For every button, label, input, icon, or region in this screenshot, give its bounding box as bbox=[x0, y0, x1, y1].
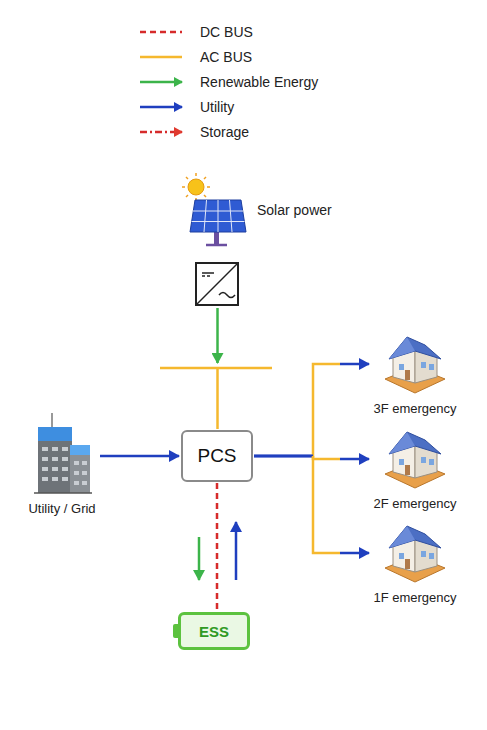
load-node: 1F emergency bbox=[371, 522, 459, 606]
utility-line bbox=[254, 455, 313, 458]
legend-text: AC BUS bbox=[200, 48, 252, 66]
legend-ac-sample bbox=[140, 56, 182, 59]
solar-panel-inverter bbox=[175, 172, 260, 306]
legend-renewable-sample bbox=[140, 81, 182, 84]
ac-bus-line bbox=[313, 456, 340, 459]
ac-bus-line bbox=[313, 364, 340, 456]
grid-building-icon bbox=[30, 413, 94, 495]
legend-text: Storage bbox=[200, 123, 249, 141]
battery-box: ESS bbox=[178, 612, 250, 650]
connector bbox=[199, 483, 236, 611]
connector bbox=[217, 308, 218, 429]
legend-text: Renewable Energy bbox=[200, 73, 318, 91]
utility-arrow bbox=[100, 455, 179, 458]
node-label: 3F emergency bbox=[371, 401, 459, 417]
load-arrow bbox=[340, 552, 369, 555]
load-node: 3F emergency bbox=[371, 333, 459, 417]
house-icon bbox=[381, 428, 449, 490]
load-node: 2F emergency bbox=[371, 428, 459, 512]
node-label: Utility / Grid bbox=[26, 501, 98, 517]
legend-storage-sample bbox=[140, 131, 182, 134]
renewable-arrow bbox=[216, 308, 219, 363]
battery-terminal bbox=[173, 624, 178, 638]
ac-bus-bar bbox=[160, 367, 272, 370]
house-icon bbox=[381, 333, 449, 395]
box-label: PCS bbox=[197, 445, 236, 467]
process-box: PCS bbox=[181, 430, 253, 482]
ac-bus-line bbox=[216, 368, 219, 429]
legend-dc-sample bbox=[140, 31, 182, 34]
house-icon bbox=[381, 522, 449, 584]
solar-source: Solar power bbox=[175, 172, 336, 306]
connector bbox=[100, 456, 179, 457]
utility-line bbox=[254, 455, 313, 458]
load-arrow bbox=[340, 458, 369, 461]
load-arrow bbox=[340, 363, 369, 366]
source-label: Solar power bbox=[257, 201, 332, 219]
connector bbox=[254, 364, 369, 456]
node-label: 2F emergency bbox=[371, 496, 459, 512]
dc-bus-line bbox=[216, 483, 219, 611]
charge-arrow bbox=[198, 537, 201, 580]
battery-label: ESS bbox=[199, 623, 229, 640]
discharge-arrow bbox=[235, 522, 238, 580]
connector bbox=[254, 456, 369, 553]
ac-bus-line bbox=[313, 456, 340, 553]
node-label: 1F emergency bbox=[371, 590, 459, 606]
legend-text: DC BUS bbox=[200, 23, 253, 41]
legend-text: Utility bbox=[200, 98, 234, 116]
connector bbox=[254, 456, 369, 459]
utility-line bbox=[254, 455, 313, 458]
legend-utility-sample bbox=[140, 106, 182, 109]
load-node: Utility / Grid bbox=[26, 413, 98, 517]
